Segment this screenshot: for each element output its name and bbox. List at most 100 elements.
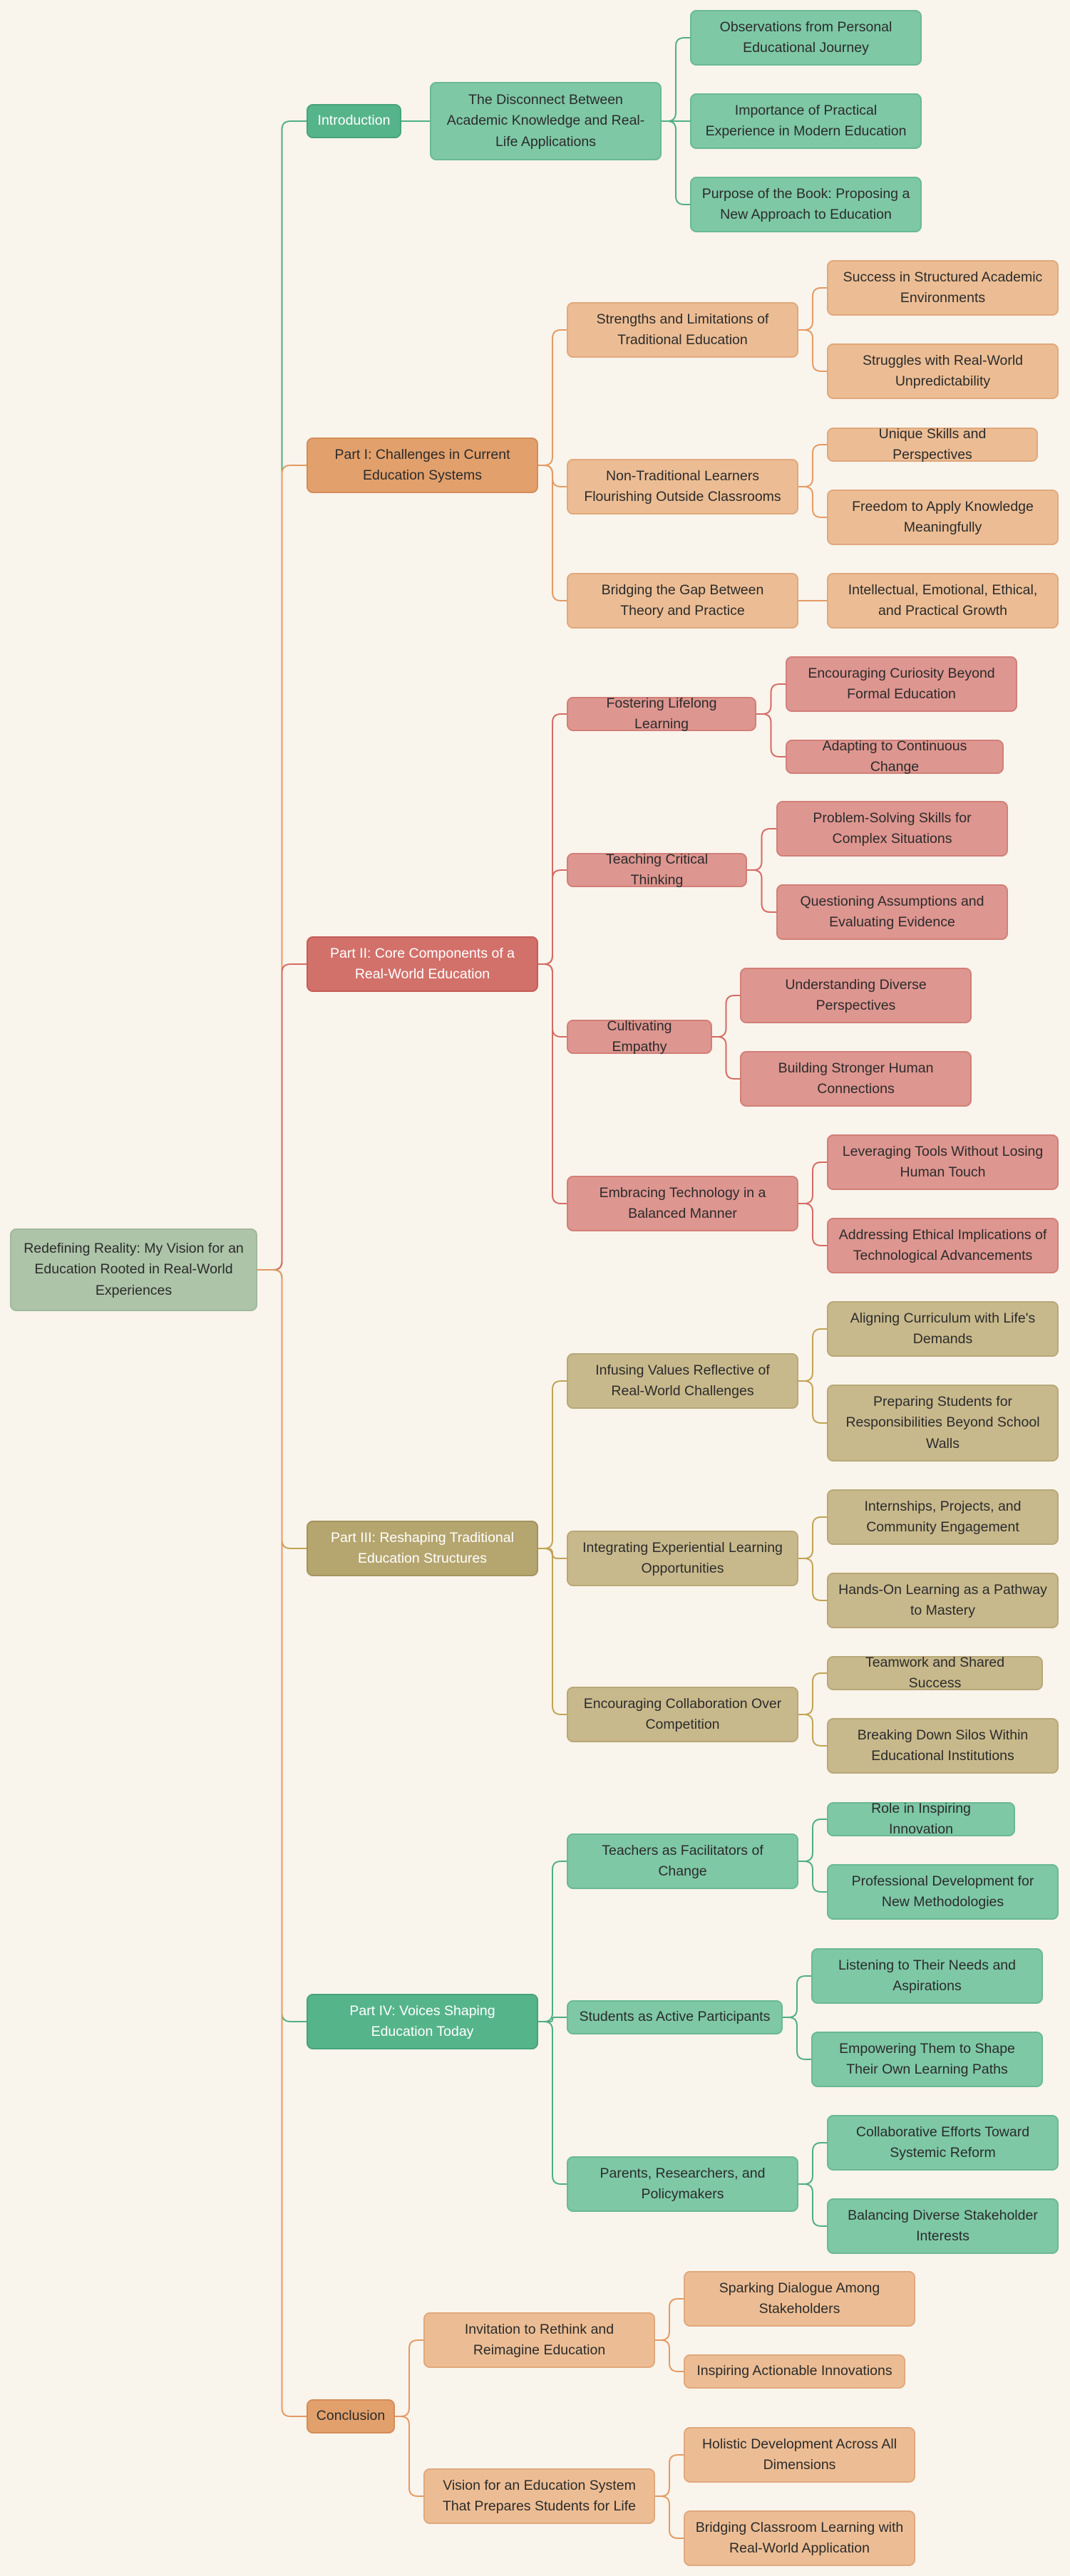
leaf-node-adapting-to-continuous-change[interactable]: Adapting to Continuous Change [786,738,1004,775]
connector-root-conclusion [257,1269,307,2417]
leaf-node-sparking-dialogue-among-stakeholders[interactable]: Sparking Dialogue Among Stakeholders [684,2271,915,2327]
branch-node-conclusion[interactable]: Conclusion [307,2399,395,2433]
leaf-node-balancing-diverse-stakeholder-interests-label: Balancing Diverse Stakeholder Interests [848,2207,1038,2244]
connector-balancing-diverse-stakeholder-interests [798,2183,827,2227]
leaf-node-listening-to-their-needs-and-aspirations-label: Listening to Their Needs and Aspirations [838,1957,1016,1994]
leaf-node-preparing-students-for-responsibilities-beyond-school-label: Preparing Students for Responsibilities … [845,1394,1040,1452]
leaf-node-freedom-to-apply-knowledge-meaningfully[interactable]: Freedom to Apply Knowledge Meaningfully [827,490,1059,545]
leaf-node-questioning-assumptions-and-evaluating-evidence-label: Questioning Assumptions and Evaluating E… [800,893,984,930]
leaf-node-inspiring-actionable-innovations-label: Inspiring Actionable Innovations [696,2363,892,2379]
leaf-node-preparing-students-for-responsibilities-beyond-school[interactable]: Preparing Students for Responsibilities … [827,1385,1059,1462]
leaf-node-role-in-inspiring-innovation[interactable]: Role in Inspiring Innovation [827,1801,1015,1837]
topic-node-integrating-experiential-learning-opportunities[interactable]: Integrating Experiential Learning Opport… [567,1531,798,1586]
connector-sparking-dialogue-among-stakeholders [655,2298,684,2341]
leaf-node-observations-from-personal-educational-journey-label: Observations from Personal Educational J… [719,19,892,56]
connector-holistic-development-across-all-dimensions [655,2454,684,2497]
branch-node-part-iii-reshaping-traditional-education-structures[interactable]: Part III: Reshaping Traditional Educatio… [307,1521,538,1576]
connector-building-stronger-human-connections [712,1036,740,1080]
leaf-node-collaborative-efforts-toward-systemic-reform[interactable]: Collaborative Efforts Toward Systemic Re… [827,2115,1059,2171]
topic-node-bridging-the-gap-between-theory-and[interactable]: Bridging the Gap Between Theory and Prac… [567,573,798,629]
connector-teachers-as-facilitators-of-change [538,1861,567,2022]
leaf-node-professional-development-for-new-methodologies-label: Professional Development for New Methodo… [851,1873,1034,1910]
topic-node-infusing-values-reflective-of-real-world[interactable]: Infusing Values Reflective of Real-World… [567,1353,798,1409]
leaf-node-breaking-down-silos-within-educational-institutions-label: Breaking Down Silos Within Educational I… [857,1727,1029,1764]
topic-node-teachers-as-facilitators-of-change[interactable]: Teachers as Facilitators of Change [567,1833,798,1889]
branch-node-part-i-challenges-in-current-education[interactable]: Part I: Challenges in Current Education … [307,438,538,493]
leaf-node-struggles-with-real-world-unpredictability[interactable]: Struggles with Real-World Unpredictabili… [827,343,1059,399]
leaf-node-aligning-curriculum-with-life-s-demands[interactable]: Aligning Curriculum with Life's Demands [827,1301,1059,1357]
topic-node-integrating-experiential-learning-opportunities-label: Integrating Experiential Learning Opport… [582,1539,783,1576]
topic-node-encouraging-collaboration-over-competition[interactable]: Encouraging Collaboration Over Competiti… [567,1687,798,1742]
leaf-node-intellectual-emotional-ethical-and-practical-growth-label: Intellectual, Emotional, Ethical, and Pr… [848,581,1038,619]
topic-node-the-disconnect-between-academic-knowledge-and-label: The Disconnect Between Academic Knowledg… [446,92,645,150]
leaf-node-understanding-diverse-perspectives[interactable]: Understanding Diverse Perspectives [740,968,972,1023]
connector-problem-solving-skills-for-complex-situations [747,828,776,871]
topic-node-the-disconnect-between-academic-knowledge-and[interactable]: The Disconnect Between Academic Knowledg… [430,82,662,160]
connector-empowering-them-to-shape-their-own [783,2017,811,2060]
leaf-node-breaking-down-silos-within-educational-institutions[interactable]: Breaking Down Silos Within Educational I… [827,1718,1059,1774]
leaf-node-role-in-inspiring-innovation-label: Role in Inspiring Innovation [871,1800,971,1837]
topic-node-invitation-to-rethink-and-reimagine-education[interactable]: Invitation to Rethink and Reimagine Educ… [423,2312,655,2368]
leaf-node-balancing-diverse-stakeholder-interests[interactable]: Balancing Diverse Stakeholder Interests [827,2198,1059,2254]
topic-node-bridging-the-gap-between-theory-and-label: Bridging the Gap Between Theory and Prac… [601,581,764,619]
leaf-node-success-in-structured-academic-environments[interactable]: Success in Structured Academic Environme… [827,260,1059,316]
leaf-node-inspiring-actionable-innovations[interactable]: Inspiring Actionable Innovations [684,2354,905,2389]
leaf-node-importance-of-practical-experience-in-modern[interactable]: Importance of Practical Experience in Mo… [690,93,922,149]
leaf-node-questioning-assumptions-and-evaluating-evidence[interactable]: Questioning Assumptions and Evaluating E… [776,884,1008,940]
topic-node-non-traditional-learners-flourishing-outside-classrooms-label: Non-Traditional Learners Flourishing Out… [584,467,781,505]
leaf-node-building-stronger-human-connections[interactable]: Building Stronger Human Connections [740,1051,972,1107]
leaf-node-hands-on-learning-as-a-pathway[interactable]: Hands-On Learning as a Pathway to Master… [827,1573,1059,1628]
topic-node-vision-for-an-education-system-that-label: Vision for an Education System That Prep… [443,2477,636,2514]
connector-adapting-to-continuous-change [756,713,786,757]
leaf-node-internships-projects-and-community-engagement[interactable]: Internships, Projects, and Community Eng… [827,1489,1059,1545]
leaf-node-building-stronger-human-connections-label: Building Stronger Human Connections [778,1060,934,1097]
branch-node-part-ii-core-components-of-a[interactable]: Part II: Core Components of a Real-World… [307,936,538,992]
leaf-node-leveraging-tools-without-losing-human-touch-label: Leveraging Tools Without Losing Human To… [842,1143,1044,1180]
connector-freedom-to-apply-knowledge-meaningfully [798,486,827,518]
topic-node-students-as-active-participants[interactable]: Students as Active Participants [567,2000,783,2034]
leaf-node-problem-solving-skills-for-complex-situations[interactable]: Problem-Solving Skills for Complex Situa… [776,801,1008,857]
leaf-node-encouraging-curiosity-beyond-formal-education[interactable]: Encouraging Curiosity Beyond Formal Educ… [786,656,1017,712]
topic-node-teachers-as-facilitators-of-change-label: Teachers as Facilitators of Change [602,1842,763,1879]
leaf-node-bridging-classroom-learning-with-real-world[interactable]: Bridging Classroom Learning with Real-Wo… [684,2510,915,2566]
leaf-node-professional-development-for-new-methodologies[interactable]: Professional Development for New Methodo… [827,1864,1059,1920]
leaf-node-empowering-them-to-shape-their-own[interactable]: Empowering Them to Shape Their Own Learn… [811,2032,1043,2087]
leaf-node-listening-to-their-needs-and-aspirations[interactable]: Listening to Their Needs and Aspirations [811,1948,1043,2004]
topic-node-strengths-and-limitations-of-traditional-education[interactable]: Strengths and Limitations of Traditional… [567,302,798,358]
branch-node-introduction[interactable]: Introduction [307,104,401,138]
branch-node-conclusion-label: Conclusion [316,2408,386,2424]
topic-node-parents-researchers-and-policymakers[interactable]: Parents, Researchers, and Policymakers [567,2156,798,2212]
leaf-node-observations-from-personal-educational-journey[interactable]: Observations from Personal Educational J… [690,10,922,66]
topic-node-fostering-lifelong-learning-label: Fostering Lifelong Learning [606,695,717,732]
connector-success-in-structured-academic-environments [798,287,827,331]
leaf-node-intellectual-emotional-ethical-and-practical-growth[interactable]: Intellectual, Emotional, Ethical, and Pr… [827,573,1059,629]
connector-strengths-and-limitations-of-traditional-education [538,329,567,466]
topic-node-embracing-technology-in-a-balanced-manner[interactable]: Embracing Technology in a Balanced Manne… [567,1176,798,1231]
root-node-label: Redefining Reality: My Vision for an Edu… [24,1241,244,1298]
leaf-node-purpose-of-the-book-proposing-a[interactable]: Purpose of the Book: Proposing a New App… [690,177,922,232]
leaf-node-unique-skills-and-perspectives[interactable]: Unique Skills and Perspectives [827,426,1038,462]
topic-node-cultivating-empathy[interactable]: Cultivating Empathy [567,1018,712,1055]
topic-node-fostering-lifelong-learning[interactable]: Fostering Lifelong Learning [567,695,756,732]
topic-node-infusing-values-reflective-of-real-world-label: Infusing Values Reflective of Real-World… [595,1362,770,1399]
leaf-node-internships-projects-and-community-engagement-label: Internships, Projects, and Community Eng… [864,1498,1022,1535]
leaf-node-empowering-them-to-shape-their-own-label: Empowering Them to Shape Their Own Learn… [839,2040,1015,2077]
leaf-node-holistic-development-across-all-dimensions[interactable]: Holistic Development Across All Dimensio… [684,2427,915,2483]
leaf-node-aligning-curriculum-with-life-s-demands-label: Aligning Curriculum with Life's Demands [850,1310,1036,1347]
leaf-node-problem-solving-skills-for-complex-situations-label: Problem-Solving Skills for Complex Situa… [813,809,972,847]
connector-professional-development-for-new-methodologies [798,1861,827,1893]
branch-node-part-iv-voices-shaping-education-today[interactable]: Part IV: Voices Shaping Education Today [307,1994,538,2049]
topic-node-non-traditional-learners-flourishing-outside-classrooms[interactable]: Non-Traditional Learners Flourishing Out… [567,459,798,514]
topic-node-vision-for-an-education-system-that[interactable]: Vision for an Education System That Prep… [423,2468,655,2524]
connector-infusing-values-reflective-of-real-world [538,1380,567,1549]
topic-node-parents-researchers-and-policymakers-label: Parents, Researchers, and Policymakers [600,2165,766,2202]
leaf-node-leveraging-tools-without-losing-human-touch[interactable]: Leveraging Tools Without Losing Human To… [827,1134,1059,1190]
root-node[interactable]: Redefining Reality: My Vision for an Edu… [10,1228,257,1311]
leaf-node-teamwork-and-shared-success[interactable]: Teamwork and Shared Success [827,1655,1043,1691]
connector-addressing-ethical-implications-of-technological-advancements [798,1203,827,1246]
leaf-node-addressing-ethical-implications-of-technological-advancements[interactable]: Addressing Ethical Implications of Techn… [827,1218,1059,1273]
connector-invitation-to-rethink-and-reimagine-education [395,2339,423,2417]
connector-role-in-inspiring-innovation [798,1819,827,1862]
topic-node-teaching-critical-thinking[interactable]: Teaching Critical Thinking [567,852,747,888]
branch-node-part-i-challenges-in-current-education-label: Part I: Challenges in Current Education … [334,446,510,483]
